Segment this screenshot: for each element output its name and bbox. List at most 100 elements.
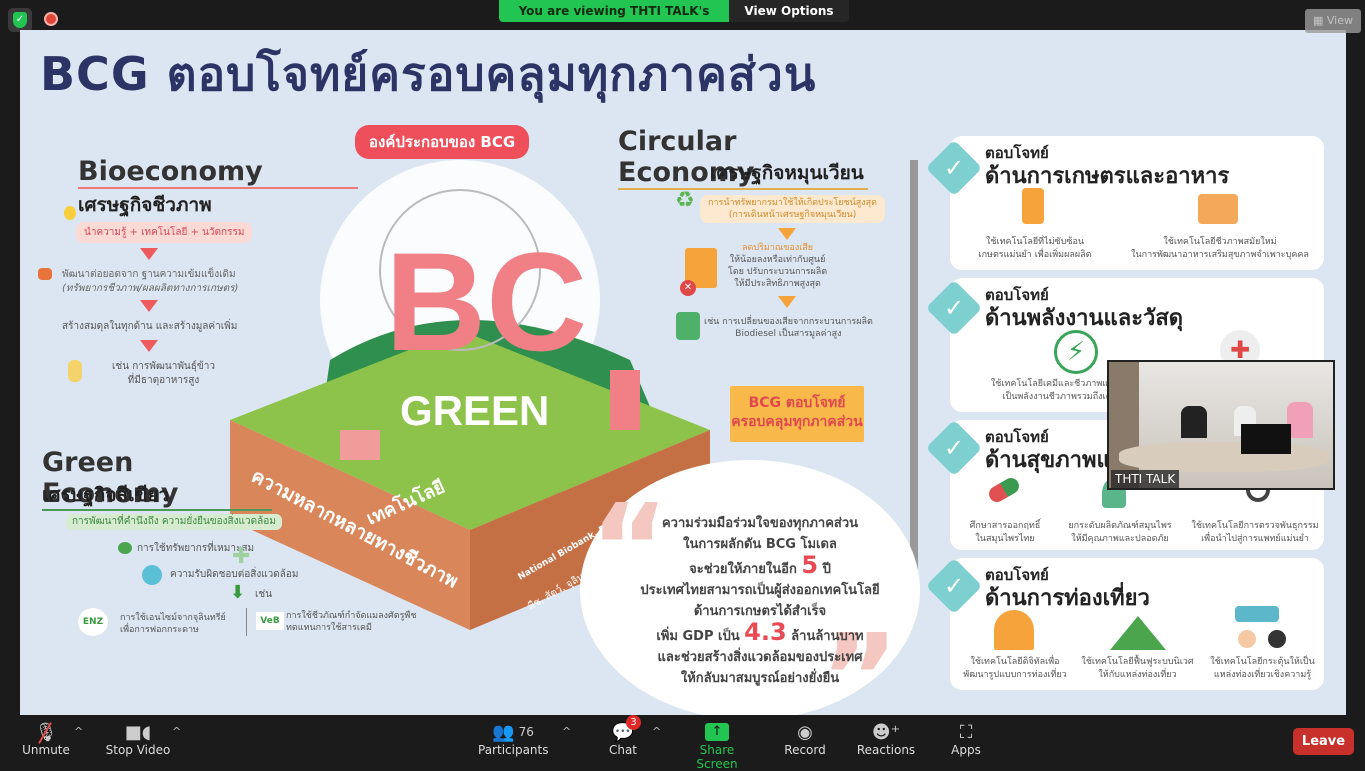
person-1 — [1181, 406, 1207, 438]
arrow-down-icon — [778, 296, 796, 308]
chat-bubbles-icon — [1235, 606, 1279, 622]
produce-icon — [38, 268, 52, 280]
unmute-label: Unmute — [22, 743, 70, 757]
bioeconomy-title: Bioeconomy — [78, 156, 358, 189]
green-example1: การใช้เอนไซม์จากจุลินทรีย์เพื่อการฟอกกระ… — [120, 613, 226, 635]
reactions-label: Reactions — [856, 743, 916, 757]
reactions-button[interactable]: ☻⁺Reactions — [856, 721, 916, 758]
green-line3: เช่น — [255, 589, 273, 600]
smiley-plus-icon: ☻⁺ — [871, 721, 901, 743]
green-pill: การพัฒนาที่คำนึงถึง ความยั่งยืนของสิ่งแว… — [66, 514, 282, 530]
apps-label: Apps — [951, 743, 981, 757]
card-caption: ใช้เทคโนโลยีกระตุ้นให้เป็น แหล่งท่องเที่… — [1210, 657, 1315, 680]
participants-options-caret[interactable]: ^ — [562, 725, 572, 738]
chevron-down-icon: ⌄ — [784, 18, 794, 22]
screen-share-banner: You are viewing THTI TALK's screen View … — [499, 0, 849, 22]
building — [610, 370, 640, 430]
leave-button[interactable]: Leave — [1293, 728, 1354, 755]
video-tile[interactable]: THTI TALK — [1107, 360, 1335, 490]
view-options-button[interactable]: View Options ⌄ — [729, 0, 849, 22]
bioeconomy-subtitle: เศรษฐกิจชีวภาพ — [78, 194, 212, 216]
person-3 — [1287, 402, 1313, 438]
card-label: ตอบโจทย์ — [985, 428, 1049, 446]
muted-microphone-icon: 🎙 — [20, 721, 72, 744]
video-options-caret[interactable]: ^ — [172, 725, 182, 738]
participants-icon: 👥 — [492, 721, 515, 743]
smartphone-icon — [1022, 188, 1044, 224]
platform-left — [230, 420, 470, 630]
quote-text: ความร่วมมือร่วมใจของทุกภาคส่วน ในการผลัก… — [640, 516, 880, 686]
piggy-bank-icon — [118, 542, 132, 554]
lightning-icon: ⚡ — [1054, 330, 1098, 374]
participants-count: 76 — [518, 725, 534, 739]
card-caption: ใช้เทคโนโลยีดิจิทัลเพื่อ พัฒนารูปแบบการท… — [963, 657, 1067, 680]
table — [1119, 442, 1329, 472]
green-label: GREEN — [400, 387, 549, 434]
slide-title: BCG ตอบโจทย์ครอบคลุมทุกภาคส่วน — [40, 47, 817, 101]
bio-step3: เช่น การพัฒนาพันธุ์ข้าวที่มีธาตุอาหารสูง — [112, 361, 215, 386]
enz-logo: ENZ — [78, 608, 108, 636]
bcg-illustration: BC GREEN ความหลากหลายทางชีวภาพ เทคโนโลยี… — [230, 160, 710, 630]
person-icon — [1268, 630, 1286, 648]
security-shield-icon[interactable]: ✓ — [8, 8, 32, 32]
card-label: ตอบโจทย์ — [985, 286, 1049, 304]
recycle-icon: ♻ — [675, 188, 695, 213]
card-title: ด้านพลังงานและวัสดุ — [985, 306, 1184, 331]
circular-steps: ลดปริมาณของเสียให้น้อยลงหรือเท่ากับศูนย์… — [728, 243, 828, 289]
view-options-label: View Options — [744, 4, 834, 18]
share-arrow-icon: ↑ — [705, 723, 729, 741]
biodiesel-can-icon — [676, 312, 700, 340]
card-label: ตอบโจทย์ — [985, 144, 1049, 162]
card-tourism: ตอบโจทย์ ด้านการท่องเที่ยว ใช้เทคโนโลยีด… — [950, 558, 1324, 690]
share-screen-button[interactable]: ↑Share Screen — [680, 721, 754, 771]
bc-letters: BC — [385, 223, 587, 380]
chat-label: Chat — [608, 743, 638, 757]
rice-icon — [68, 360, 82, 382]
road — [910, 160, 918, 580]
video-camera-icon: ■◖ — [124, 721, 152, 743]
chat-options-caret[interactable]: ^ — [652, 725, 662, 738]
stop-video-button[interactable]: ■◖Stop Video — [104, 721, 172, 758]
arrow-down-icon — [140, 300, 158, 312]
view-label: View — [1326, 14, 1353, 27]
card-title: ด้านการท่องเที่ยว — [985, 586, 1150, 611]
viewing-label: You are viewing THTI TALK's screen — [499, 0, 729, 22]
apps-icon: ⛶ — [959, 721, 973, 743]
close-quote-icon: ” — [820, 610, 899, 716]
unmute-button[interactable]: 🎙Unmute — [20, 721, 72, 758]
participants-label: Participants — [478, 743, 549, 757]
record-icon: ◉ — [797, 721, 813, 743]
audio-options-caret[interactable]: ^ — [74, 725, 84, 738]
capsule-icon — [986, 475, 1022, 505]
ring — [379, 189, 541, 351]
record-button[interactable]: ◉Record — [782, 721, 828, 758]
meeting-toolbar: 🎙Unmute ^ ■◖Stop Video ^ 👥76Participants… — [0, 715, 1365, 771]
veb-logo: VeB — [256, 612, 284, 630]
green-line2: ความรับผิดชอบต่อสิ่งแวดล้อม — [170, 569, 299, 580]
card-caption: ศึกษาสารออกฤทธิ์ ในสมุนไพรไทย — [969, 521, 1041, 544]
view-button[interactable]: ▦ View — [1305, 9, 1361, 33]
bio-step1: พัฒนาต่อยอดจาก ฐานความเข้มแข็งเดิม(ทรัพย… — [62, 269, 239, 294]
bcg-sign: BCG ตอบโจทย์ครอบคลุมทุกภาคส่วน — [730, 386, 864, 442]
card-caption: ใช้เทคโนโลยีฟื้นฟูระบบนิเวศ ให้กับแหล่งท… — [1081, 657, 1194, 680]
years-number: 5 — [801, 551, 819, 579]
arrow-down-icon — [140, 340, 158, 352]
plus-icon: ✚ — [232, 544, 251, 569]
gdp-number: 4.3 — [744, 618, 787, 646]
stop-video-label: Stop Video — [105, 743, 171, 757]
quote-bubble — [580, 460, 920, 716]
temple-icon — [994, 610, 1034, 650]
apps-button[interactable]: ⛶Apps — [946, 721, 986, 758]
circular-title: Circular Economy — [618, 126, 868, 190]
arrow-down-icon: ⬇ — [230, 582, 246, 603]
arrow-down-icon — [778, 228, 796, 240]
chat-badge: 3 — [626, 715, 641, 730]
bio-step2: สร้างสมดุลในทุกด้าน และสร้างมูลค่าเพิ่ม — [62, 321, 238, 332]
divider — [246, 608, 247, 636]
building — [340, 430, 380, 460]
x-icon: ✕ — [680, 280, 696, 296]
person-icon — [1238, 630, 1256, 648]
